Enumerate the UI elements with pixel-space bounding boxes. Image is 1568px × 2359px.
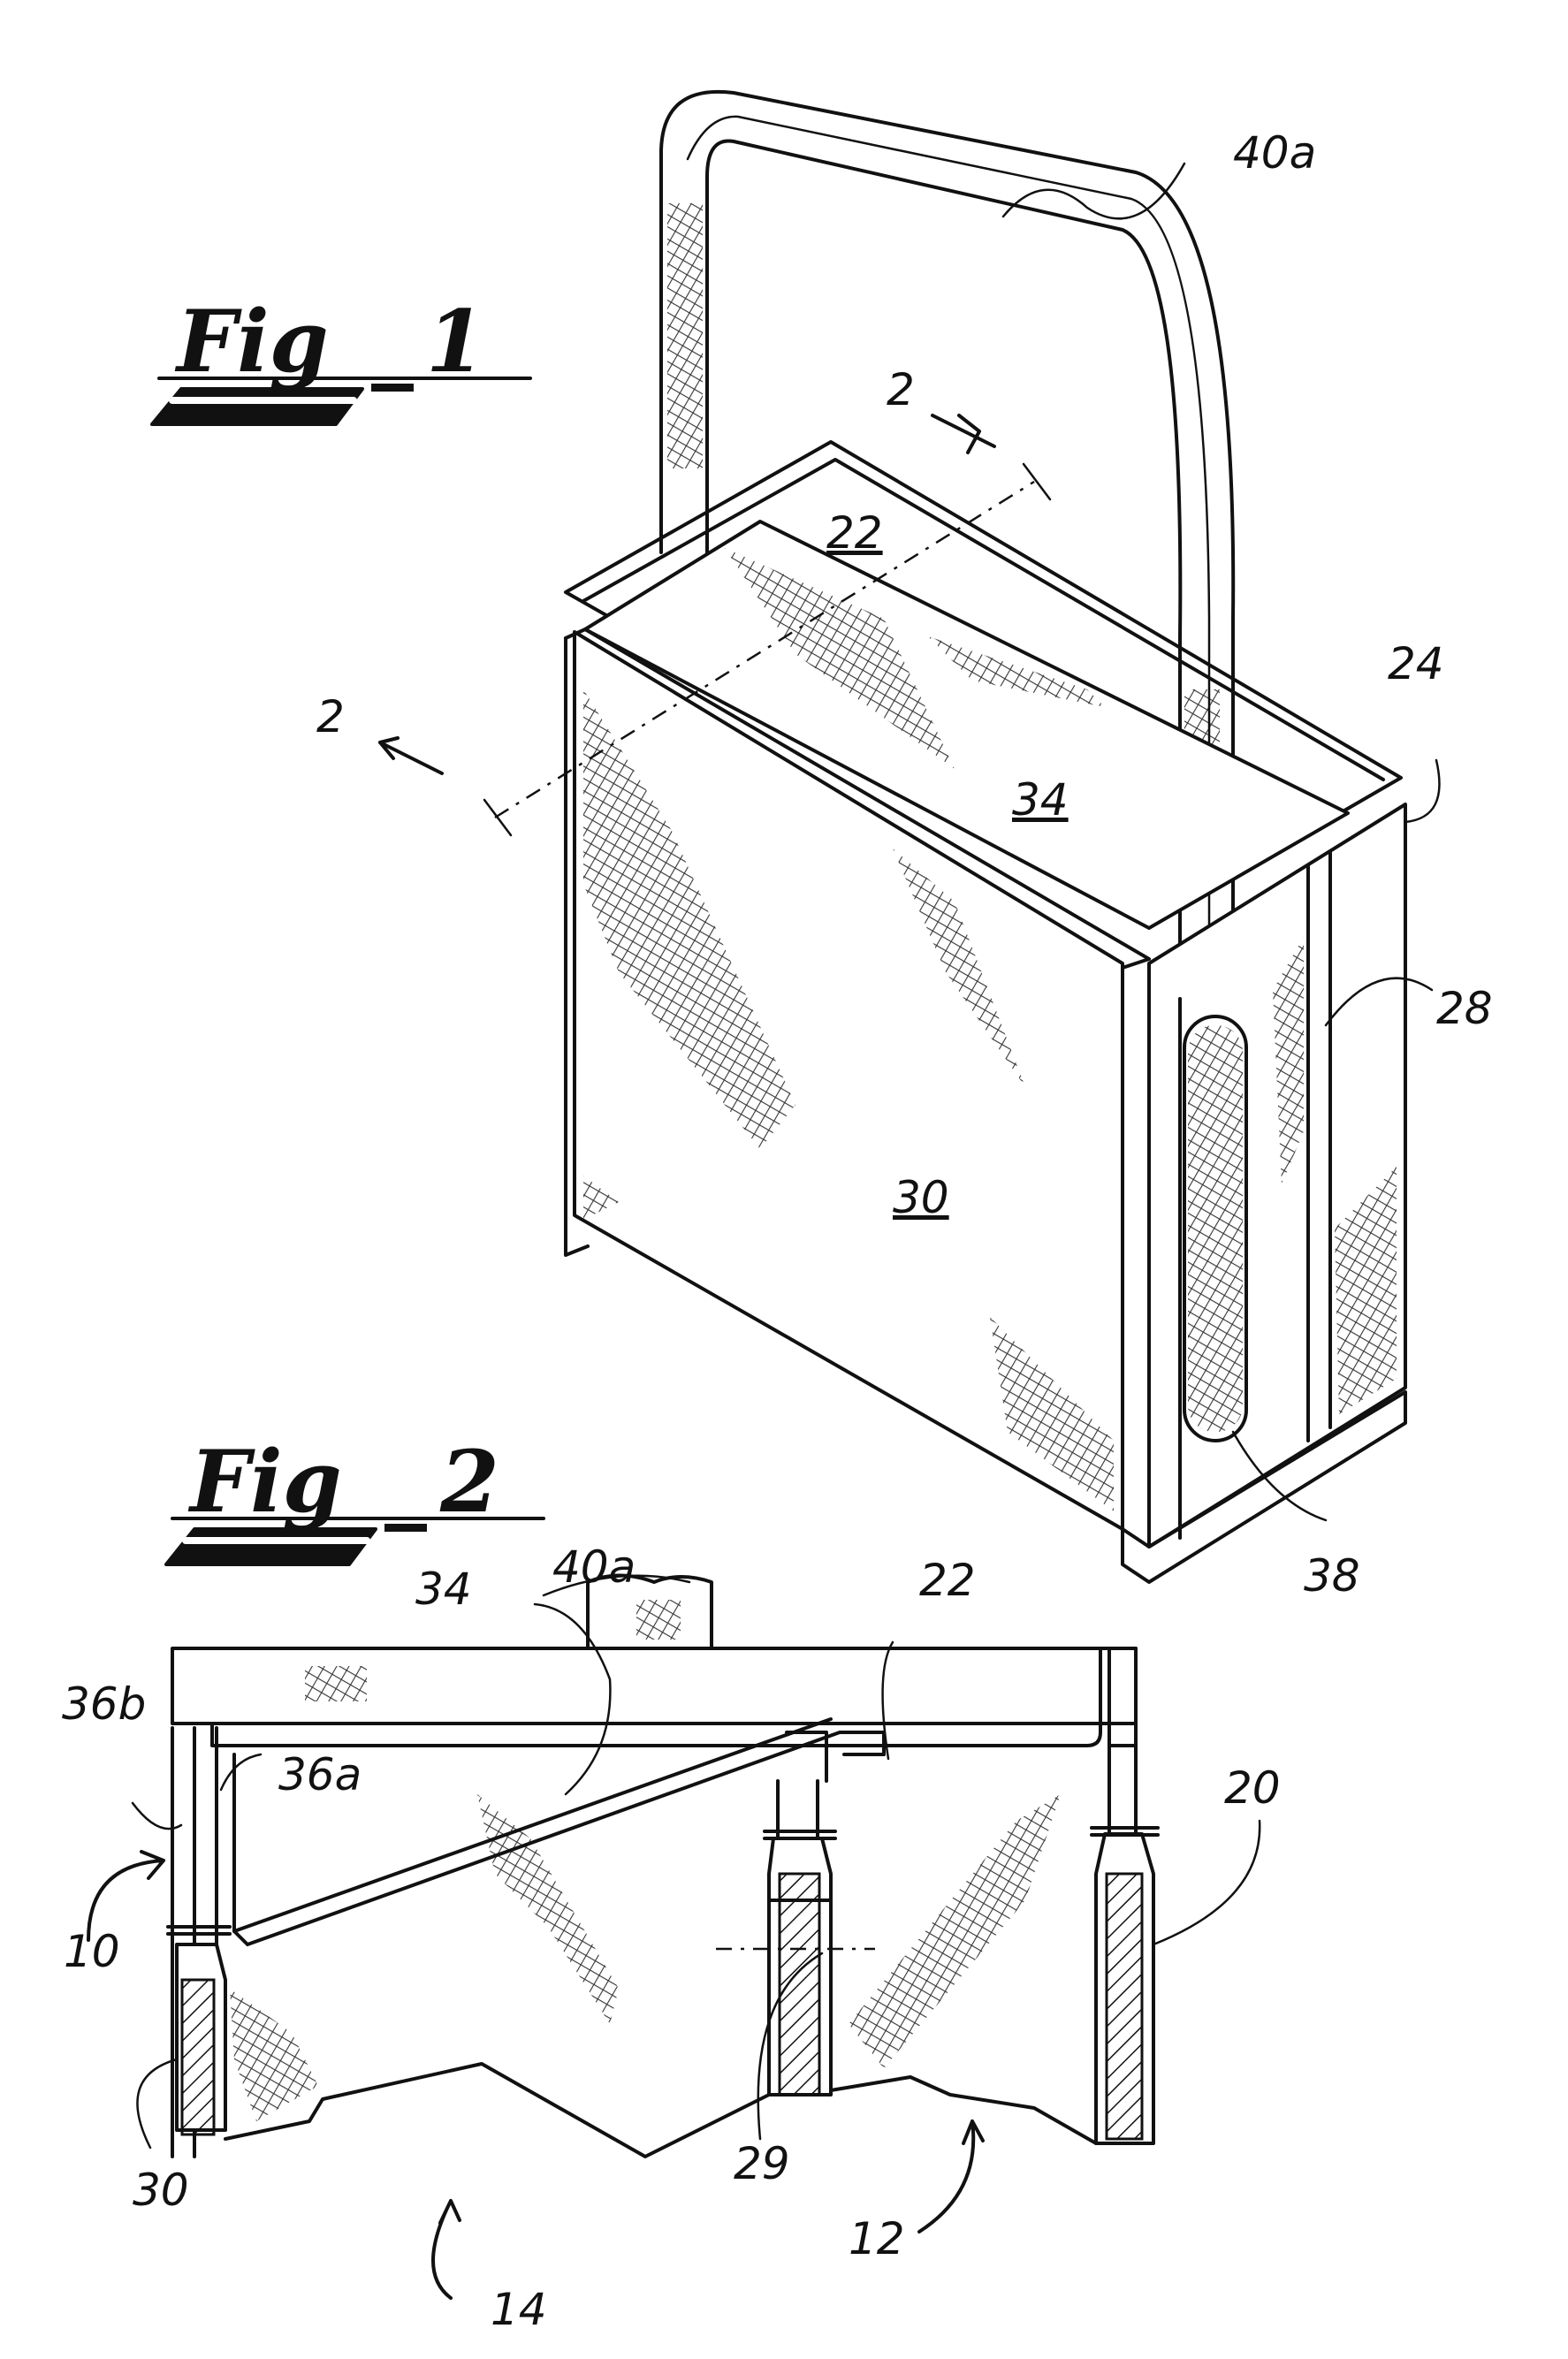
label-30: 30 <box>893 1172 949 1223</box>
label-40a: 40a <box>1233 127 1316 179</box>
label-30-fig2: 30 <box>133 2165 189 2216</box>
label-2-top: 2 <box>887 364 915 415</box>
label-34: 34 <box>1012 774 1069 826</box>
label-29: 29 <box>734 2138 790 2189</box>
fig1-title-block <box>152 389 362 424</box>
label-40a-fig2: 40a <box>552 1541 636 1593</box>
arrow-14 <box>433 2201 460 2298</box>
leader-36a <box>221 1754 261 1790</box>
label-2-left: 2 <box>316 691 345 742</box>
vent-mesh <box>1188 1025 1243 1432</box>
section-arrow-left <box>380 738 442 773</box>
panel-22-clip <box>787 1732 884 1781</box>
label-38: 38 <box>1304 1550 1360 1602</box>
label-20: 20 <box>1224 1762 1281 1814</box>
label-24: 24 <box>1388 638 1444 689</box>
left-wall-30-solid <box>182 1980 214 2135</box>
fig2-title-block <box>166 1529 376 1564</box>
label-14: 14 <box>491 2284 547 2335</box>
label-34-fig2: 34 <box>415 1564 472 1615</box>
figure-1: Fig _ 1 <box>152 92 1493 1602</box>
fig2-title: Fig _ 2 <box>166 1432 544 1564</box>
label-36b: 36b <box>62 1678 146 1730</box>
label-12: 12 <box>849 2213 905 2264</box>
leader-24 <box>1405 760 1439 822</box>
label-10: 10 <box>64 1926 120 1977</box>
fig2-mesh-center <box>477 1794 619 2024</box>
label-22-fig2: 22 <box>919 1555 976 1606</box>
label-22: 22 <box>826 507 883 559</box>
arrow-12 <box>919 2121 983 2232</box>
fig2-mesh-left <box>230 1989 318 2121</box>
figure-2: Fig _ 2 <box>62 1432 1281 2335</box>
fig1-title: Fig _ 1 <box>152 292 530 424</box>
fig2-mesh-right <box>849 1794 1061 2068</box>
handle-mesh-texture <box>667 203 703 468</box>
section-arrow-top <box>932 415 994 453</box>
label-36a: 36a <box>278 1749 362 1800</box>
leader-20 <box>1153 1821 1260 1944</box>
label-28: 28 <box>1436 983 1493 1034</box>
